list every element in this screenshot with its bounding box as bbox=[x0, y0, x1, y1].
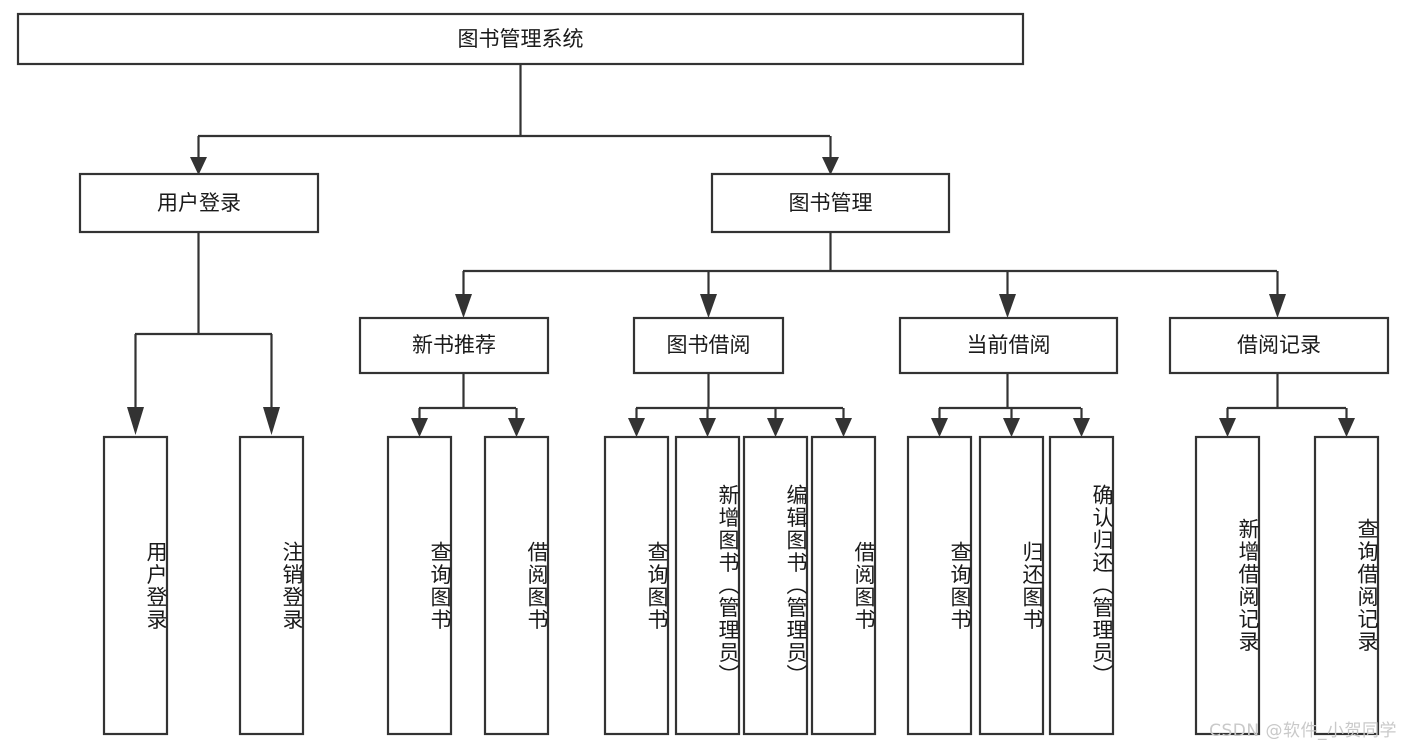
leaf-user-login-0-box[interactable] bbox=[102, 435, 169, 736]
arrow-new-books-leaf-0-icon bbox=[411, 418, 428, 437]
node-user-login-box[interactable] bbox=[78, 172, 320, 234]
arrow-to-new-books-icon bbox=[455, 294, 472, 318]
leaf-borrow-records-1-box[interactable] bbox=[1313, 435, 1380, 736]
watermark-text: CSDN @软件_小贺同学 bbox=[1209, 721, 1397, 741]
connectors-user-login-to-leaves bbox=[127, 232, 280, 435]
leaf-current-borrow-group bbox=[906, 435, 1115, 736]
arrow-user-login-leaf-1-icon bbox=[263, 407, 280, 435]
node-user-login-label: 用户登录 bbox=[157, 191, 241, 215]
node-book-management-box[interactable] bbox=[710, 172, 951, 234]
arrow-book-borrow-leaf-3-icon bbox=[835, 418, 852, 437]
arrow-current-borrow-leaf-0-icon bbox=[931, 418, 948, 437]
node-borrow-records[interactable]: 借阅记录 bbox=[1168, 316, 1390, 375]
leaf-book-borrow-2-box[interactable] bbox=[742, 435, 809, 736]
node-new-books-label: 新书推荐 bbox=[412, 333, 496, 357]
node-current-borrow-box[interactable] bbox=[898, 316, 1119, 375]
leaf-user-login-group bbox=[102, 435, 305, 736]
connectors-book-borrow-to-leaves bbox=[628, 373, 852, 437]
arrow-current-borrow-leaf-1-icon bbox=[1003, 418, 1020, 437]
connectors-new-books-to-leaves bbox=[411, 373, 525, 437]
leaf-current-borrow-0-box[interactable] bbox=[906, 435, 973, 736]
leaf-borrow-records-0-box[interactable] bbox=[1194, 435, 1261, 736]
node-root-label: 图书管理系统 bbox=[458, 27, 584, 51]
leaf-user-login-1-box[interactable] bbox=[238, 435, 305, 736]
leaf-new-books-1-box[interactable] bbox=[483, 435, 550, 736]
leaf-new-books-group bbox=[386, 435, 550, 736]
arrow-current-borrow-leaf-2-icon bbox=[1073, 418, 1090, 437]
leaf-book-borrow-1-box[interactable] bbox=[674, 435, 741, 736]
leaf-new-books-0-box[interactable] bbox=[386, 435, 453, 736]
arrow-book-borrow-leaf-2-icon bbox=[767, 418, 784, 437]
node-current-borrow-label: 当前借阅 bbox=[967, 333, 1051, 357]
leaf-current-borrow-2-box[interactable] bbox=[1048, 435, 1115, 736]
arrow-book-borrow-leaf-1-icon bbox=[699, 418, 716, 437]
leaf-current-borrow-1-box[interactable] bbox=[978, 435, 1045, 736]
arrow-to-current-borrow-icon bbox=[999, 294, 1016, 318]
leaf-borrow-records-group bbox=[1194, 435, 1380, 736]
arrow-new-books-leaf-1-icon bbox=[508, 418, 525, 437]
node-book-management-label: 图书管理 bbox=[789, 191, 873, 215]
node-root[interactable]: 图书管理系统 bbox=[16, 12, 1025, 66]
connectors-current-borrow-to-leaves bbox=[931, 373, 1090, 437]
leaf-book-borrow-3-box[interactable] bbox=[810, 435, 877, 736]
node-current-borrow[interactable]: 当前借阅 bbox=[898, 316, 1119, 375]
node-user-login[interactable]: 用户登录 bbox=[78, 172, 320, 234]
connectors-root-to-level2 bbox=[190, 64, 839, 175]
arrow-book-borrow-leaf-0-icon bbox=[628, 418, 645, 437]
arrow-to-book-borrow-icon bbox=[700, 294, 717, 318]
node-root-box[interactable] bbox=[16, 12, 1025, 66]
node-borrow-records-box[interactable] bbox=[1168, 316, 1390, 375]
arrow-to-book-mgmt-icon bbox=[822, 157, 839, 175]
node-new-books-box[interactable] bbox=[358, 316, 550, 375]
leaf-book-borrow-group bbox=[603, 435, 877, 736]
node-new-books[interactable]: 新书推荐 bbox=[358, 316, 550, 375]
connectors-borrow-records-to-leaves bbox=[1219, 373, 1355, 437]
arrow-to-user-login-icon bbox=[190, 157, 207, 175]
arrow-borrow-records-leaf-1-icon bbox=[1338, 418, 1355, 437]
node-book-borrow-box[interactable] bbox=[632, 316, 785, 375]
node-book-borrow-label: 图书借阅 bbox=[667, 333, 751, 357]
connectors-book-mgmt-to-level3 bbox=[455, 232, 1286, 318]
leaf-book-borrow-0-box[interactable] bbox=[603, 435, 670, 736]
node-book-borrow[interactable]: 图书借阅 bbox=[632, 316, 785, 375]
node-borrow-records-label: 借阅记录 bbox=[1237, 333, 1321, 357]
node-book-management[interactable]: 图书管理 bbox=[710, 172, 951, 234]
arrow-user-login-leaf-0-icon bbox=[127, 407, 144, 435]
arrow-to-borrow-records-icon bbox=[1269, 294, 1286, 318]
arrow-borrow-records-leaf-0-icon bbox=[1219, 418, 1236, 437]
